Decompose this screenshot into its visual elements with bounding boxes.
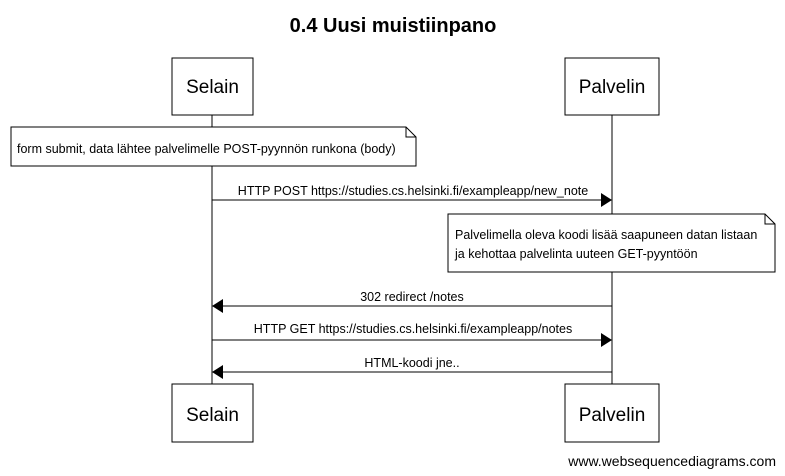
- arrowhead-right: [601, 333, 612, 347]
- participant-box-palvelin-top: Palvelin: [564, 57, 660, 116]
- note-server-logic: Palvelimella oleva koodi lisää saapuneen…: [447, 213, 776, 273]
- message-302-redirect: 302 redirect /notes: [212, 290, 612, 313]
- participant-label-selain-top: Selain: [186, 77, 239, 98]
- message-label: HTML-koodi jne..: [364, 356, 459, 370]
- note-form-submit: form submit, data lähtee palvelimelle PO…: [10, 126, 417, 167]
- credit-link[interactable]: www.websequencediagrams.com: [567, 453, 776, 469]
- participant-box-palvelin-bottom: Palvelin: [564, 383, 660, 443]
- arrowhead-left: [212, 299, 223, 313]
- diagram-title: 0.4 Uusi muistiinpano: [290, 15, 497, 37]
- note-text-line: form submit, data lähtee palvelimelle PO…: [17, 142, 396, 156]
- message-http-post: HTTP POST https://studies.cs.helsinki.fi…: [212, 184, 612, 207]
- participant-label-selain-bottom: Selain: [186, 405, 239, 426]
- arrowhead-right: [601, 193, 612, 207]
- message-label: HTTP GET https://studies.cs.helsinki.fi/…: [254, 322, 572, 336]
- message-label: HTTP POST https://studies.cs.helsinki.fi…: [238, 184, 588, 198]
- participant-box-selain-top: Selain: [171, 57, 254, 116]
- arrowhead-left: [212, 365, 223, 379]
- message-html-response: HTML-koodi jne..: [212, 356, 612, 379]
- note-text-line-1: Palvelimella oleva koodi lisää saapuneen…: [455, 228, 757, 242]
- participant-box-selain-bottom: Selain: [171, 383, 254, 443]
- participant-label-palvelin-bottom: Palvelin: [579, 405, 646, 426]
- note-text-line-2: ja kehottaa palvelinta uuteen GET-pyyntö…: [454, 247, 698, 261]
- participant-label-palvelin-top: Palvelin: [579, 77, 646, 98]
- message-http-get: HTTP GET https://studies.cs.helsinki.fi/…: [212, 322, 612, 347]
- message-label: 302 redirect /notes: [360, 290, 464, 304]
